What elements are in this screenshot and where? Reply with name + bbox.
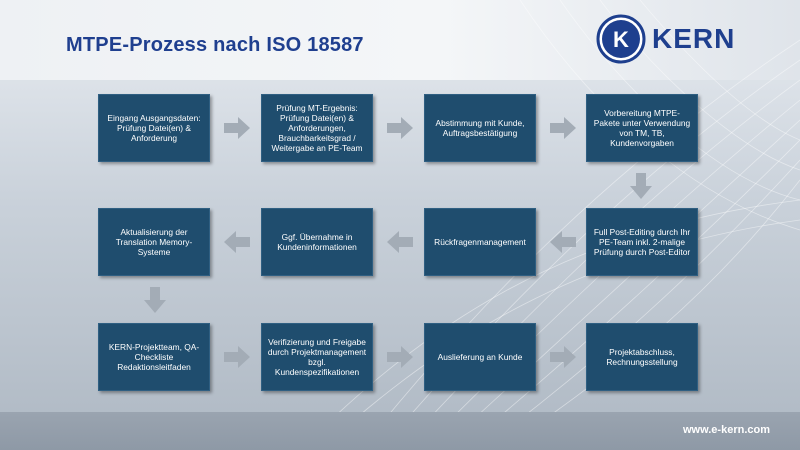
arrow-right-icon	[550, 117, 576, 139]
logo-word: KERN	[652, 23, 736, 54]
step-9-box: KERN-Projektteam, QA-Checkliste Redaktio…	[98, 323, 210, 391]
arrow-left-icon	[550, 231, 576, 253]
kern-logo-icon: K	[596, 14, 646, 64]
step-4-box: Vorbereitung MTPE-Pakete unter Verwendun…	[586, 94, 698, 162]
step-1-box: Eingang Ausgangsdaten: Prüfung Datei(en)…	[98, 94, 210, 162]
arrow-left-icon	[224, 231, 250, 253]
kern-logo: K KERN	[596, 14, 756, 64]
step-10-box: Verifizierung und Freigabe durch Projekt…	[261, 323, 373, 391]
step-11-box: Auslieferung an Kunde	[424, 323, 536, 391]
arrow-down-icon	[630, 173, 652, 199]
step-6-box: Rückfragenmanagement	[424, 208, 536, 276]
step-8-box: Aktualisierung der Translation Memory-Sy…	[98, 208, 210, 276]
arrow-right-icon	[387, 346, 413, 368]
arrow-left-icon	[387, 231, 413, 253]
arrow-right-icon	[224, 346, 250, 368]
logo-letter: K	[613, 27, 629, 52]
arrow-right-icon	[224, 117, 250, 139]
step-5-box: Full Post-Editing durch Ihr PE-Team inkl…	[586, 208, 698, 276]
website-link[interactable]: www.e-kern.com	[682, 424, 770, 436]
arrow-down-icon	[144, 287, 166, 313]
step-3-box: Abstimmung mit Kunde, Auftragsbestätigun…	[424, 94, 536, 162]
arrow-right-icon	[387, 117, 413, 139]
step-12-box: Projektabschluss, Rechnungsstellung	[586, 323, 698, 391]
header-band	[0, 0, 800, 80]
page-title: MTPE-Prozess nach ISO 18587	[66, 34, 364, 56]
step-2-box: Prüfung MT-Ergebnis: Prüfung Datei(en) &…	[261, 94, 373, 162]
arrow-right-icon	[550, 346, 576, 368]
footer: www.e-kern.com	[0, 412, 800, 450]
step-7-box: Ggf. Übernahme in Kundeninformationen	[261, 208, 373, 276]
